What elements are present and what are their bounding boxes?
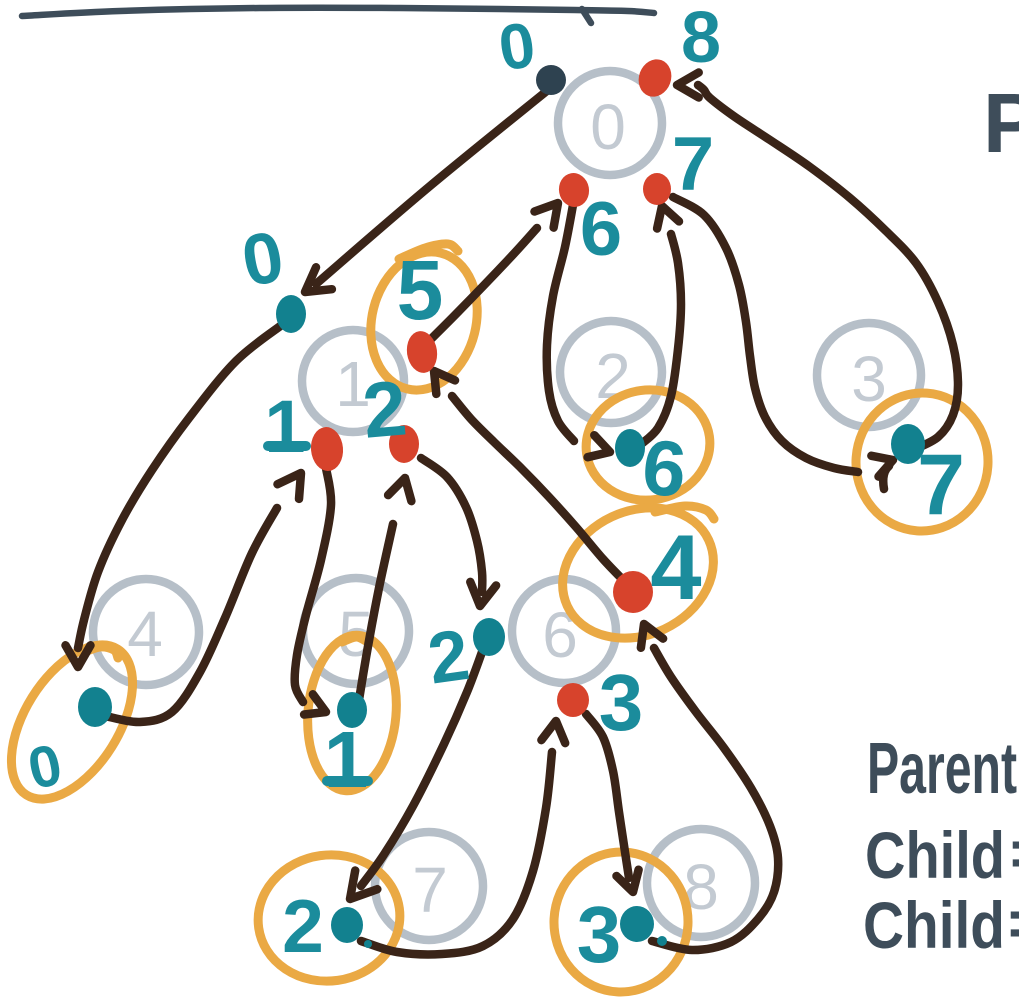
- svg-text:4: 4: [650, 517, 701, 619]
- svg-text:=: =: [1008, 886, 1019, 960]
- svg-text:3: 3: [577, 890, 622, 979]
- svg-text:2: 2: [359, 363, 410, 454]
- svg-text:P(: P(: [983, 76, 1019, 170]
- svg-text:5: 5: [397, 243, 444, 337]
- svg-text:7: 7: [917, 437, 965, 533]
- svg-text:1: 1: [324, 715, 369, 804]
- svg-text:3: 3: [599, 658, 644, 747]
- svg-text:6: 6: [639, 422, 690, 513]
- svg-text:1: 1: [264, 385, 305, 468]
- svg-text:Parent: Parent: [867, 729, 1017, 809]
- svg-text:=: =: [1010, 816, 1019, 890]
- svg-text:7: 7: [672, 122, 714, 207]
- svg-text:8: 8: [681, 0, 721, 78]
- svg-text:4: 4: [127, 598, 163, 670]
- svg-text:1: 1: [335, 348, 371, 420]
- svg-text:Child: Child: [865, 818, 1005, 892]
- svg-text:2: 2: [282, 884, 324, 968]
- svg-text:7: 7: [412, 854, 448, 926]
- svg-text:0: 0: [590, 91, 626, 163]
- svg-text:Child: Child: [863, 888, 1005, 962]
- svg-text:6: 6: [580, 187, 622, 272]
